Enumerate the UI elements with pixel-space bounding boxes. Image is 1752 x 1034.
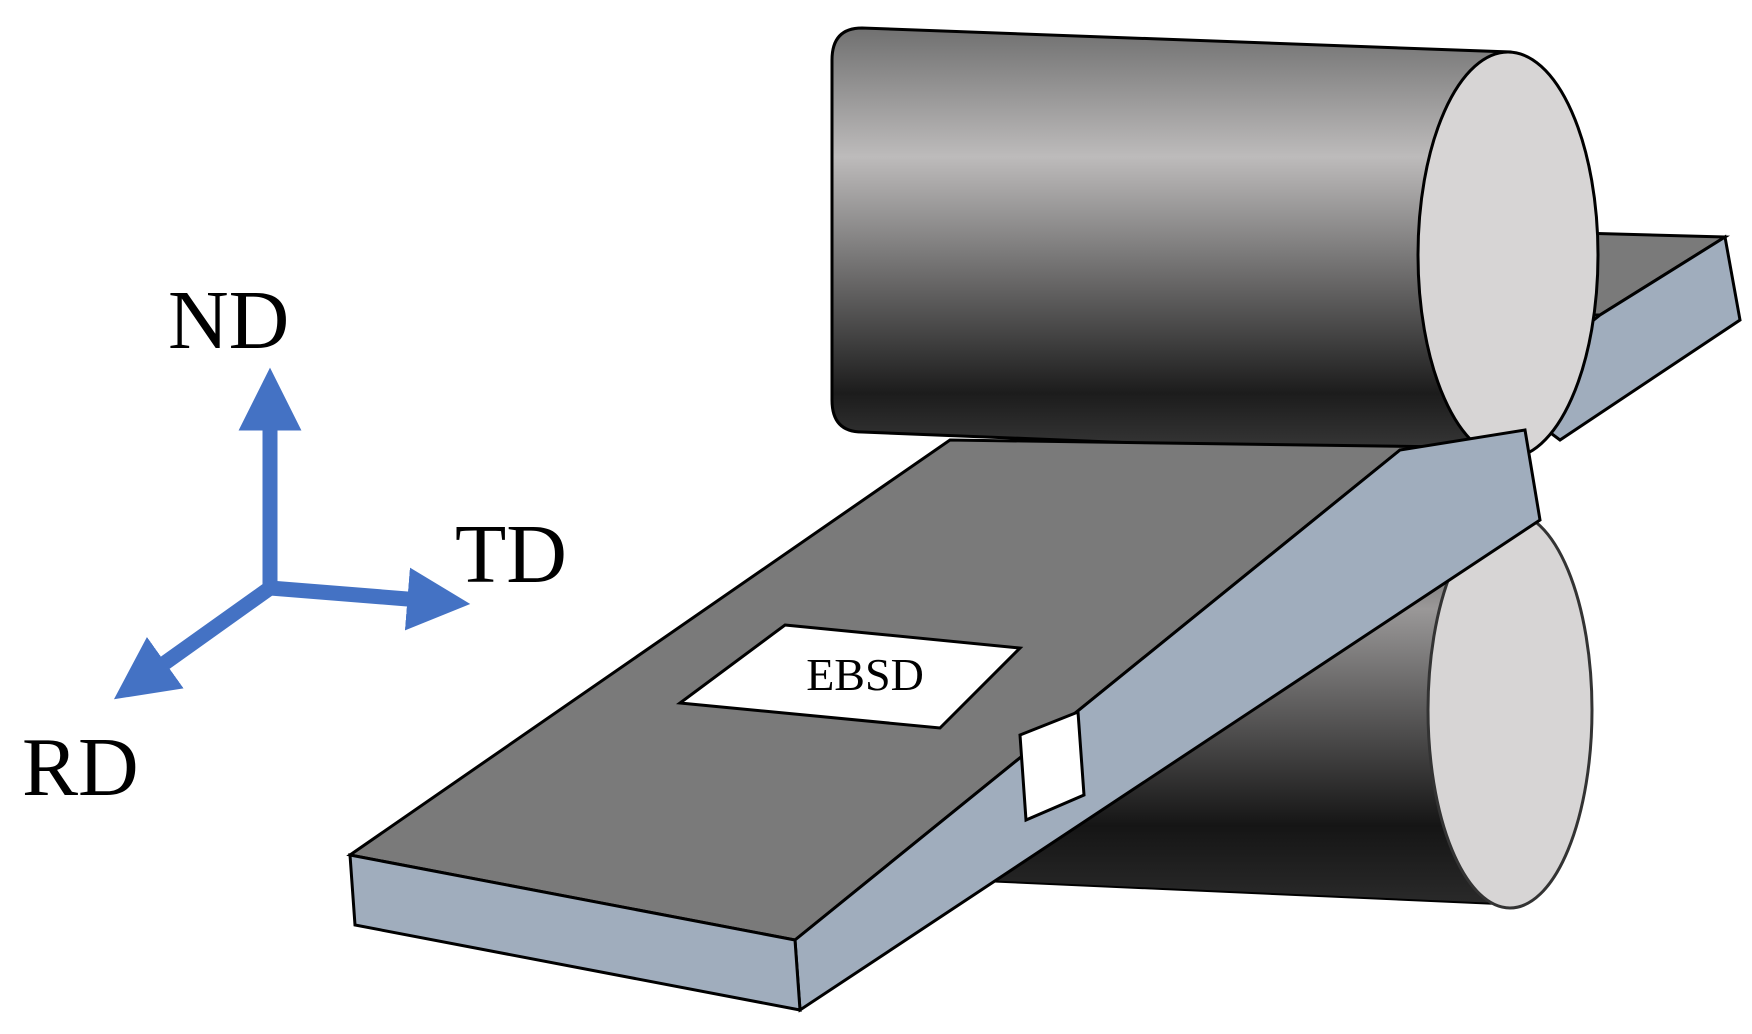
coordinate-axes: ND TD RD — [22, 274, 567, 814]
ebsd-label: EBSD — [806, 649, 924, 700]
sheet-side-sample-window — [1018, 709, 1086, 823]
td-label: TD — [455, 508, 567, 601]
top-roll-body — [830, 26, 1512, 460]
rd-arrow — [113, 577, 281, 700]
td-arrow — [261, 567, 471, 631]
top-roll — [830, 26, 1600, 460]
top-roll-end — [1416, 50, 1600, 460]
sheet-front-face — [348, 853, 802, 1012]
ebsd-sample-window — [675, 623, 1024, 730]
sheet: EBSD — [346, 428, 1542, 1013]
rd-label: RD — [22, 721, 139, 814]
nd-label: ND — [168, 274, 289, 367]
